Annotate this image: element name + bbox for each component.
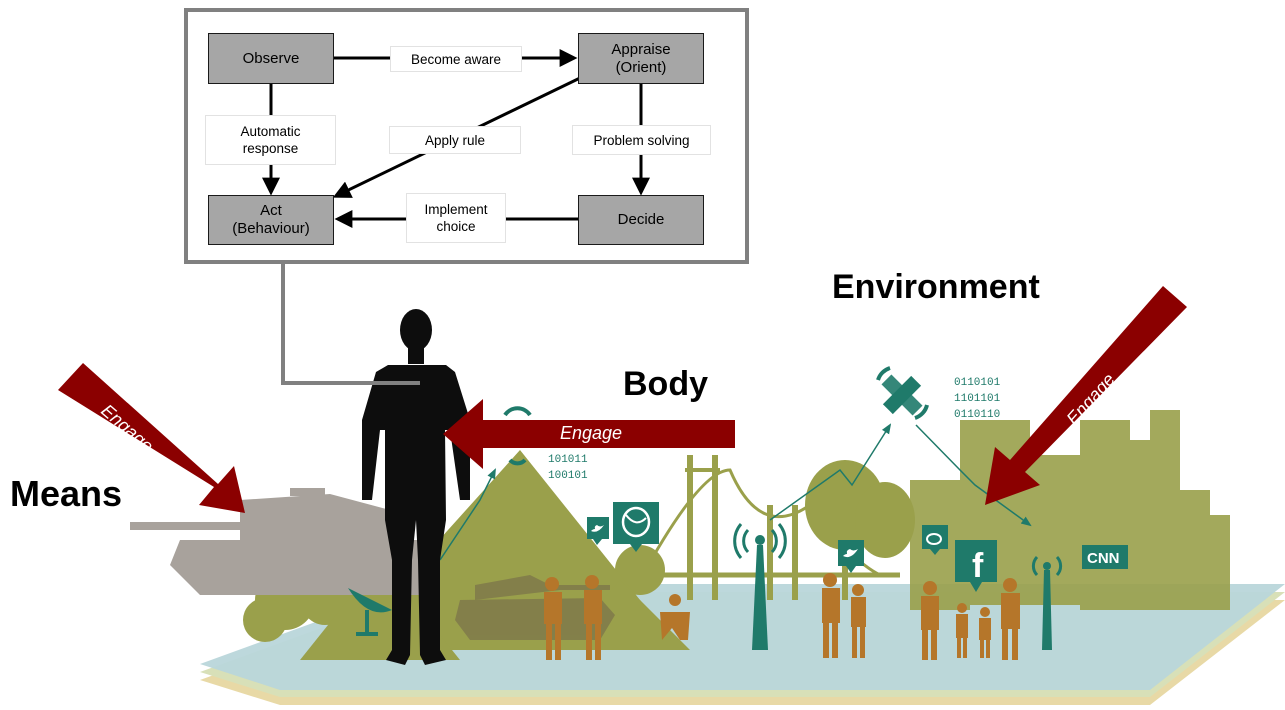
binary-line: 100101: [548, 470, 588, 482]
satellite-icon: [876, 366, 929, 420]
suspension-bridge: [630, 455, 900, 600]
node-observe: Observe: [208, 33, 334, 84]
edge-implement-choice: Implement choice: [406, 193, 506, 243]
engage-arrows: [58, 286, 1187, 513]
node-act: Act (Behaviour): [208, 195, 334, 245]
label-body: Body: [623, 365, 708, 403]
engage-label-body: Engage: [560, 423, 623, 443]
svg-text:f: f: [972, 547, 984, 585]
satellite-dish-icon: [348, 588, 392, 636]
binary-line: 0110101: [954, 377, 1001, 389]
facebook-icon: f: [955, 540, 997, 592]
cnn-label: CNN: [1087, 550, 1120, 567]
tank-silhouette: [130, 488, 440, 595]
binary-code: 0110101 1101101 0110110 101011 100101: [548, 377, 1001, 482]
edge-become-aware: Become aware: [390, 46, 522, 72]
binary-line: 0110110: [954, 409, 1000, 421]
binary-line: 1101101: [954, 393, 1001, 405]
label-means: Means: [10, 473, 123, 514]
network-connections: [439, 423, 1032, 561]
people-silhouettes: [544, 573, 1020, 660]
small-tank: [455, 575, 615, 640]
radio-mast-icon: [733, 523, 1063, 650]
twitter-icon: [587, 517, 864, 573]
edge-apply-rule: Apply rule: [389, 126, 521, 154]
edge-problem-solving: Problem solving: [572, 125, 711, 155]
binary-line: 101011: [548, 454, 588, 466]
node-decide: Decide: [578, 195, 704, 245]
cnn-icon: CNN: [1082, 545, 1128, 569]
human-silhouette: [362, 309, 470, 665]
node-appraise: Appraise (Orient): [578, 33, 704, 84]
wifi-icon: [503, 406, 532, 466]
diagram-connector: [281, 262, 420, 385]
aljazeera-icon: [613, 502, 659, 552]
edge-automatic-response: Automatic response: [205, 115, 336, 165]
city-skyline: [910, 410, 1230, 610]
label-environment: Environment: [832, 268, 1040, 306]
weibo-icon: [922, 525, 948, 555]
